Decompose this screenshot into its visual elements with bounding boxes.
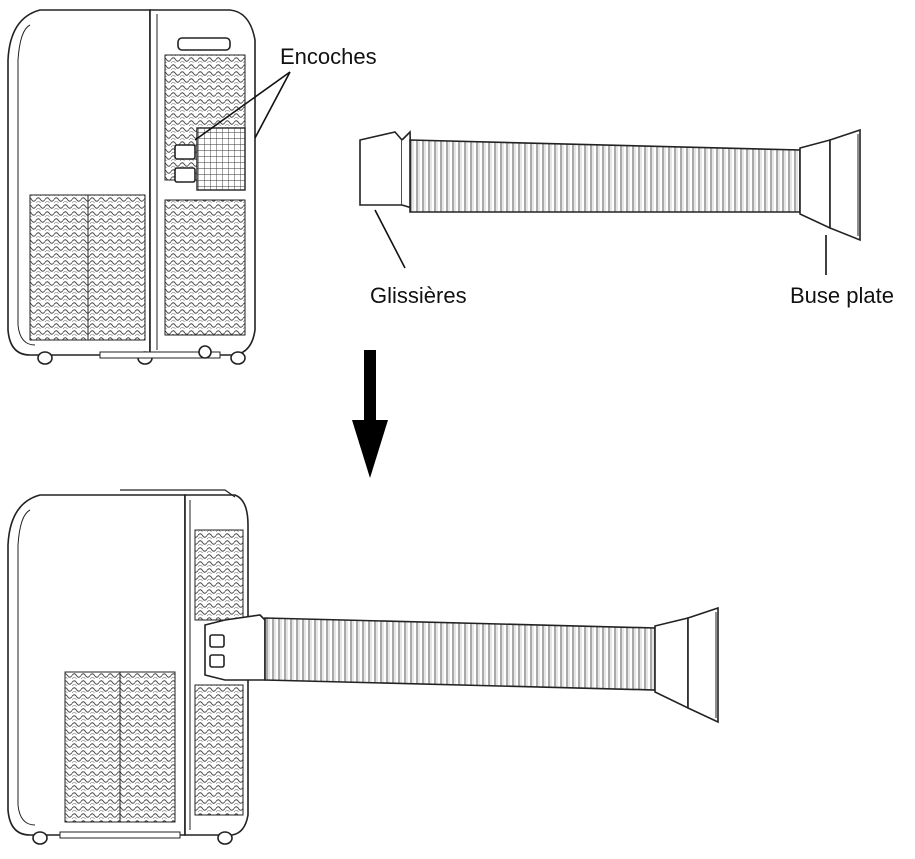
label-encoches: Encoches — [280, 44, 377, 69]
encoches-callout — [194, 71, 291, 141]
down-arrow — [352, 350, 388, 478]
hose-assembly-top — [359, 128, 861, 242]
label-glissieres: Glissières — [370, 283, 467, 308]
ac-unit-before — [7, 9, 256, 365]
hose-callouts — [374, 209, 827, 275]
hose-assembly-bottom — [204, 606, 719, 724]
label-buse-plate: Buse plate — [790, 283, 894, 308]
